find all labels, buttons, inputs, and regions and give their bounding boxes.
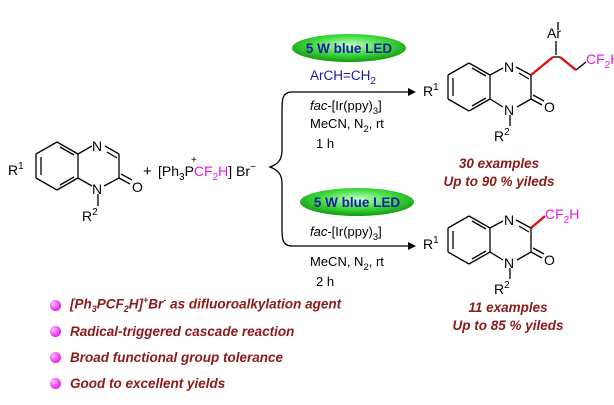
top-r2-label: R2 <box>494 127 510 144</box>
bullet-dot-icon <box>50 351 61 363</box>
r1-label: R1 <box>8 161 24 178</box>
bottom-product-red-bond <box>530 215 546 229</box>
phosphonium-reagent: [Ph3PCF2H] Br− <box>158 162 256 183</box>
top-n4-label: N <box>504 59 514 75</box>
top-product-labels: N N O Ar CF2H R1 R2 <box>423 25 614 144</box>
starting-quinoxalinone <box>35 141 133 206</box>
bottom-r1-label: R1 <box>423 235 439 252</box>
bottom-arrow <box>292 242 416 250</box>
top-product <box>447 22 559 126</box>
phosphonium-charge: + <box>191 155 197 166</box>
bullet-dot-icon <box>50 299 61 311</box>
bottom-r2-label: R2 <box>494 280 510 297</box>
bullet-item: [Ph3PCF2H]+Br- as difluoroalkylation age… <box>50 292 410 318</box>
bullet-text: Good to excellent yields <box>70 375 226 391</box>
starting-material-labels: N N O R1 R2 <box>8 138 143 224</box>
bullet-dot-icon <box>50 377 61 389</box>
top-cf2h-label: CF2H <box>586 51 614 71</box>
r2-label: R2 <box>82 207 98 224</box>
top-ar-label: Ar <box>547 25 561 41</box>
bottom-n4-label: N <box>504 212 514 228</box>
carbonyl-o-label: O <box>132 179 143 195</box>
arrow-icon <box>408 242 416 250</box>
feature-bullet-list: [Ph3PCF2H]+Br- as difluoroalkylation age… <box>50 292 410 396</box>
bullet-text-agent: [Ph3PCF2H]+Br- as difluoroalkylation age… <box>70 295 342 315</box>
top-o-label: O <box>544 99 555 115</box>
n3-atom-label: N <box>92 138 102 154</box>
top-arrow <box>292 88 416 96</box>
bottom-product-labels: N N O CF2H R1 R2 <box>423 206 579 297</box>
top-time: 1 h <box>316 136 334 151</box>
bullet-text: Broad functional group tolerance <box>70 349 284 365</box>
brace-icon <box>268 91 293 247</box>
bottom-cf2h-label: CF2H <box>545 206 579 226</box>
bullet-item: Broad functional group tolerance <box>50 344 410 370</box>
led-pill-icon <box>292 34 406 62</box>
arrow-icon <box>408 88 416 96</box>
top-r1-label: R1 <box>423 82 439 99</box>
top-catalyst: fac-[Ir(ppy)3] <box>310 98 382 117</box>
bottom-time: 2 h <box>316 274 334 289</box>
n1-atom-label: N <box>92 181 102 197</box>
top-examples: 30 examples <box>459 156 540 171</box>
bullet-item: Good to excellent yields <box>50 370 410 396</box>
top-led-pill: 5 W blue LED <box>292 34 406 62</box>
bottom-catalyst: fac-[Ir(ppy)3] <box>310 224 382 243</box>
plus-sign: + <box>143 163 152 180</box>
bottom-led-pill: 5 W blue LED <box>300 188 414 216</box>
bottom-product <box>447 215 545 279</box>
bottom-o-label: O <box>544 252 555 268</box>
bullet-item: Radical-triggered cascade reaction <box>50 318 410 344</box>
top-solvent: MeCN, N2, rt <box>310 116 384 135</box>
bottom-examples: 11 examples <box>468 300 548 315</box>
svg-text:5 W blue LED: 5 W blue LED <box>306 41 393 56</box>
bottom-solvent: MeCN, N2, rt <box>310 254 384 273</box>
bullet-text: Radical-triggered cascade reaction <box>70 323 295 339</box>
top-n1-label: N <box>504 102 514 118</box>
bottom-yields: Up to 85 % yileds <box>452 318 564 333</box>
led-pill-icon <box>300 188 414 216</box>
bullet-dot-icon <box>50 325 61 337</box>
top-product-cf2h-bond <box>575 61 587 71</box>
top-alkene-reagent: ArCH=CH2 <box>310 68 376 87</box>
svg-text:5 W blue LED: 5 W blue LED <box>314 195 401 210</box>
bottom-n1-label: N <box>504 255 514 271</box>
top-product-red-bonds <box>530 56 577 76</box>
top-yields: Up to 90 % yileds <box>443 174 555 189</box>
